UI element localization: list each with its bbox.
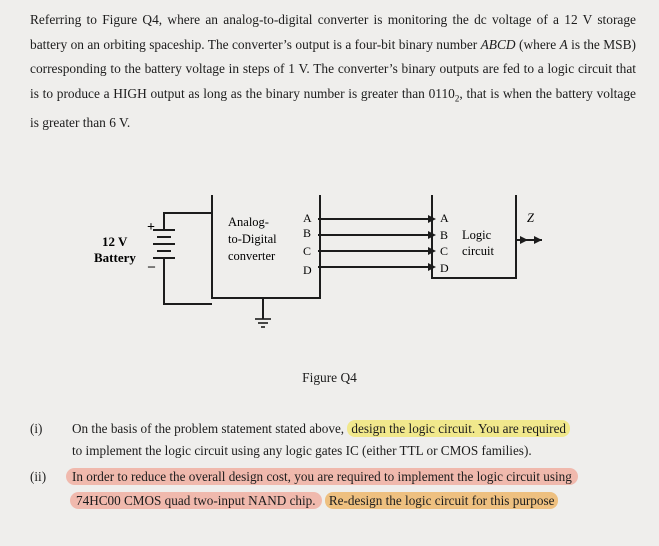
question-ii-highlight-2: 74HC00 CMOS quad two-input NAND chip. — [70, 492, 322, 509]
circuit-wires — [163, 212, 264, 319]
question-ii-highlight-3: Re-design the logic circuit for this pur… — [324, 492, 559, 509]
question-i-line2: to implement the logic circuit using any… — [72, 443, 532, 458]
adc-label-line1: Analog- — [228, 215, 269, 229]
adc-output-b: B — [303, 226, 311, 240]
figure-caption: Figure Q4 — [302, 370, 357, 385]
battery-minus-sign: – — [147, 259, 156, 274]
adc-output-a: A — [303, 211, 312, 225]
logic-input-a: A — [440, 211, 449, 225]
statement-text-1: Referring to Figure Q4, where an analog-… — [30, 12, 636, 52]
question-ii-highlight-1: In order to reduce the overall design co… — [66, 468, 578, 485]
battery-label: Battery — [94, 250, 136, 265]
battery-voltage-label: 12 V — [102, 234, 128, 249]
output-z-label: Z — [527, 211, 535, 225]
statement-abcd: ABCD — [480, 36, 516, 52]
logic-input-b: B — [440, 228, 448, 242]
question-i-highlight: design the logic circuit. You are requir… — [347, 420, 571, 437]
logic-input-d: D — [440, 261, 449, 275]
logic-label-line2: circuit — [462, 244, 494, 258]
battery-plus-sign: + — [147, 220, 155, 235]
question-ii: (ii) In order to reduce the overall desi… — [30, 466, 636, 510]
adc-block — [211, 195, 321, 299]
adc-label-line3: converter — [228, 249, 276, 263]
adc-output-d: D — [303, 263, 312, 277]
question-i-line1: On the basis of the problem statement st… — [72, 418, 571, 440]
logic-input-c: C — [440, 244, 448, 258]
question-ii-line1: In order to reduce the overall design co… — [66, 466, 578, 488]
data-bus-lines — [318, 215, 436, 271]
adc-label-line2: to-Digital — [228, 232, 277, 246]
question-i-number: (i) — [30, 421, 43, 436]
question-i: (i) On the basis of the problem statemen… — [30, 418, 636, 462]
battery-symbol — [153, 229, 175, 275]
statement-text-4: , that is when the battery voltage is gr… — [30, 85, 636, 130]
problem-statement: Referring to Figure Q4, where an analog-… — [30, 8, 636, 135]
statement-text-3: is the MSB) corresponding to the battery… — [30, 36, 636, 101]
question-ii-line2: 74HC00 CMOS quad two-input NAND chip. Re… — [70, 490, 559, 512]
logic-circuit-block — [431, 195, 517, 279]
statement-text-2: (where — [515, 36, 560, 52]
logic-label-line1: Logic — [462, 228, 492, 242]
statement-a: A — [559, 36, 568, 52]
question-ii-number: (ii) — [30, 469, 47, 484]
statement-subscript: 2 — [454, 93, 460, 104]
output-line — [516, 236, 542, 244]
question-i-text: On the basis of the problem statement st… — [72, 421, 348, 436]
ground-icon — [255, 318, 271, 328]
figure-q4-diagram: 12 V Battery + – Analog- to-Digital — [94, 195, 542, 328]
adc-output-c: C — [303, 244, 311, 258]
